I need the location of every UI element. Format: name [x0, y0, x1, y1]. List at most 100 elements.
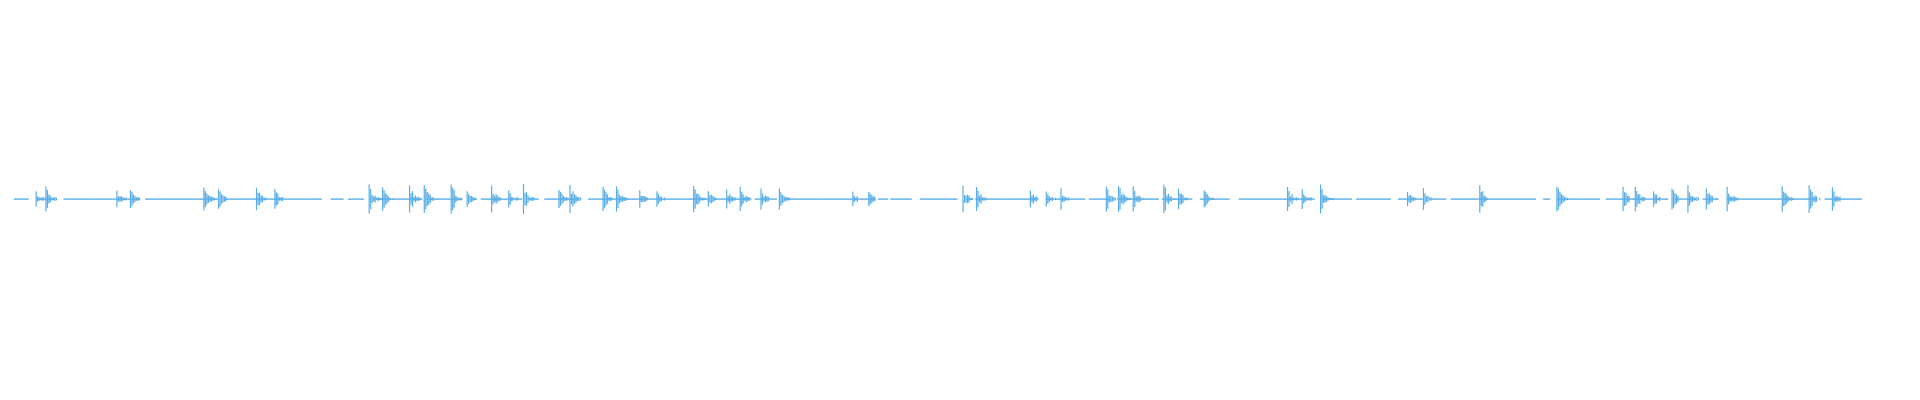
waveform-peak: [1211, 197, 1213, 201]
waveform-peak: [1781, 186, 1783, 212]
waveform-peak: [1180, 193, 1183, 205]
waveform-peak: [1622, 186, 1624, 212]
waveform-peak: [1045, 191, 1047, 207]
waveform-peak: [1291, 193, 1293, 205]
waveform-peak: [371, 194, 373, 204]
waveform-peak: [1557, 188, 1560, 210]
waveform-peak: [1705, 188, 1707, 210]
waveform-peak: [1301, 189, 1303, 209]
waveform-peak: [281, 196, 283, 202]
waveform-peak: [413, 196, 415, 202]
waveform-peak: [278, 197, 280, 201]
waveform-peak: [408, 185, 411, 213]
waveform-peak: [645, 196, 647, 202]
waveform-peak: [1430, 197, 1432, 201]
waveform-peak: [871, 194, 873, 204]
waveform-peak: [869, 193, 871, 205]
waveform-peak: [1134, 191, 1136, 207]
waveform-peak: [609, 197, 612, 201]
waveform-peak: [1819, 197, 1821, 201]
waveform-peak: [1304, 196, 1306, 202]
waveform-peak: [1711, 195, 1713, 203]
waveform-peak: [377, 196, 379, 202]
waveform-peak: [712, 195, 714, 203]
waveform-peak: [781, 194, 783, 204]
waveform-peak: [1173, 197, 1175, 201]
waveform-peak: [1485, 196, 1487, 202]
waveform-peak: [1327, 197, 1329, 201]
waveform-peak: [618, 194, 621, 204]
waveform-peak: [784, 196, 786, 202]
waveform-peak: [786, 197, 788, 201]
waveform-peak: [1185, 197, 1187, 201]
waveform-peak: [1816, 196, 1818, 202]
waveform-peak: [456, 196, 458, 202]
waveform-peak: [40, 197, 42, 201]
waveform-peak: [1643, 197, 1645, 201]
waveform-peak: [522, 184, 525, 214]
waveform-peak: [663, 197, 666, 201]
waveform-segment: [1238, 198, 1268, 200]
waveform-peak: [1126, 197, 1129, 201]
waveform-peak: [1786, 194, 1788, 204]
waveform-peak: [49, 195, 52, 203]
waveform-peak: [1792, 197, 1794, 201]
waveform-peak: [608, 197, 610, 201]
waveform-peak: [1108, 195, 1110, 203]
waveform-peak: [1687, 185, 1689, 213]
waveform-peak: [453, 190, 455, 208]
waveform-peak: [564, 197, 566, 201]
waveform-peak: [1716, 197, 1718, 201]
waveform-peak: [578, 197, 580, 201]
waveform-peak: [388, 196, 390, 202]
waveform-peak: [559, 191, 562, 207]
waveform-peak: [1634, 186, 1636, 212]
waveform-segment: [1674, 198, 1684, 200]
waveform-peak: [968, 195, 970, 203]
waveform-segment: [1430, 198, 1447, 200]
waveform-segment: [947, 198, 958, 200]
waveform-peak: [1137, 196, 1139, 202]
waveform-peak: [710, 194, 712, 204]
waveform-peak: [122, 197, 124, 201]
waveform-peak: [623, 196, 625, 202]
waveform-peak: [491, 185, 493, 213]
waveform-peak: [1324, 195, 1326, 203]
waveform-segment: [890, 198, 912, 200]
waveform-peak: [1789, 197, 1791, 201]
waveform-peak: [981, 197, 984, 201]
waveform-peak: [624, 197, 627, 201]
waveform-peak: [1623, 192, 1626, 206]
waveform-peak: [466, 191, 468, 207]
waveform-peak: [1105, 186, 1107, 212]
waveform-segment: [1161, 198, 1193, 200]
waveform-segment: [1371, 198, 1391, 200]
waveform-peak: [119, 196, 121, 202]
waveform-peak: [1735, 197, 1737, 201]
waveform-peak: [742, 194, 744, 204]
waveform-segment: [604, 198, 627, 200]
waveform-peak: [35, 191, 37, 207]
waveform-peak: [1479, 185, 1481, 213]
waveform-segment: [191, 198, 219, 200]
waveform-peak: [872, 196, 874, 202]
waveform-segment: [255, 198, 278, 200]
waveform-peak: [562, 195, 565, 203]
waveform-peak: [1656, 194, 1658, 204]
waveform-peak: [373, 196, 375, 202]
waveform-peak: [220, 194, 223, 204]
waveform-segment: [393, 198, 423, 200]
waveform-peak: [370, 188, 372, 210]
waveform-peak: [744, 197, 746, 201]
waveform-peak: [225, 197, 227, 201]
waveform-peak: [855, 197, 857, 201]
waveform-peak: [984, 197, 987, 201]
waveform-peak: [374, 195, 376, 203]
waveform-peak: [1183, 197, 1186, 201]
waveform-peak: [1303, 194, 1305, 204]
waveform-peak: [1169, 196, 1171, 202]
waveform-peak: [432, 197, 434, 201]
waveform-segment: [1784, 198, 1817, 200]
waveform-peak: [1035, 196, 1037, 202]
